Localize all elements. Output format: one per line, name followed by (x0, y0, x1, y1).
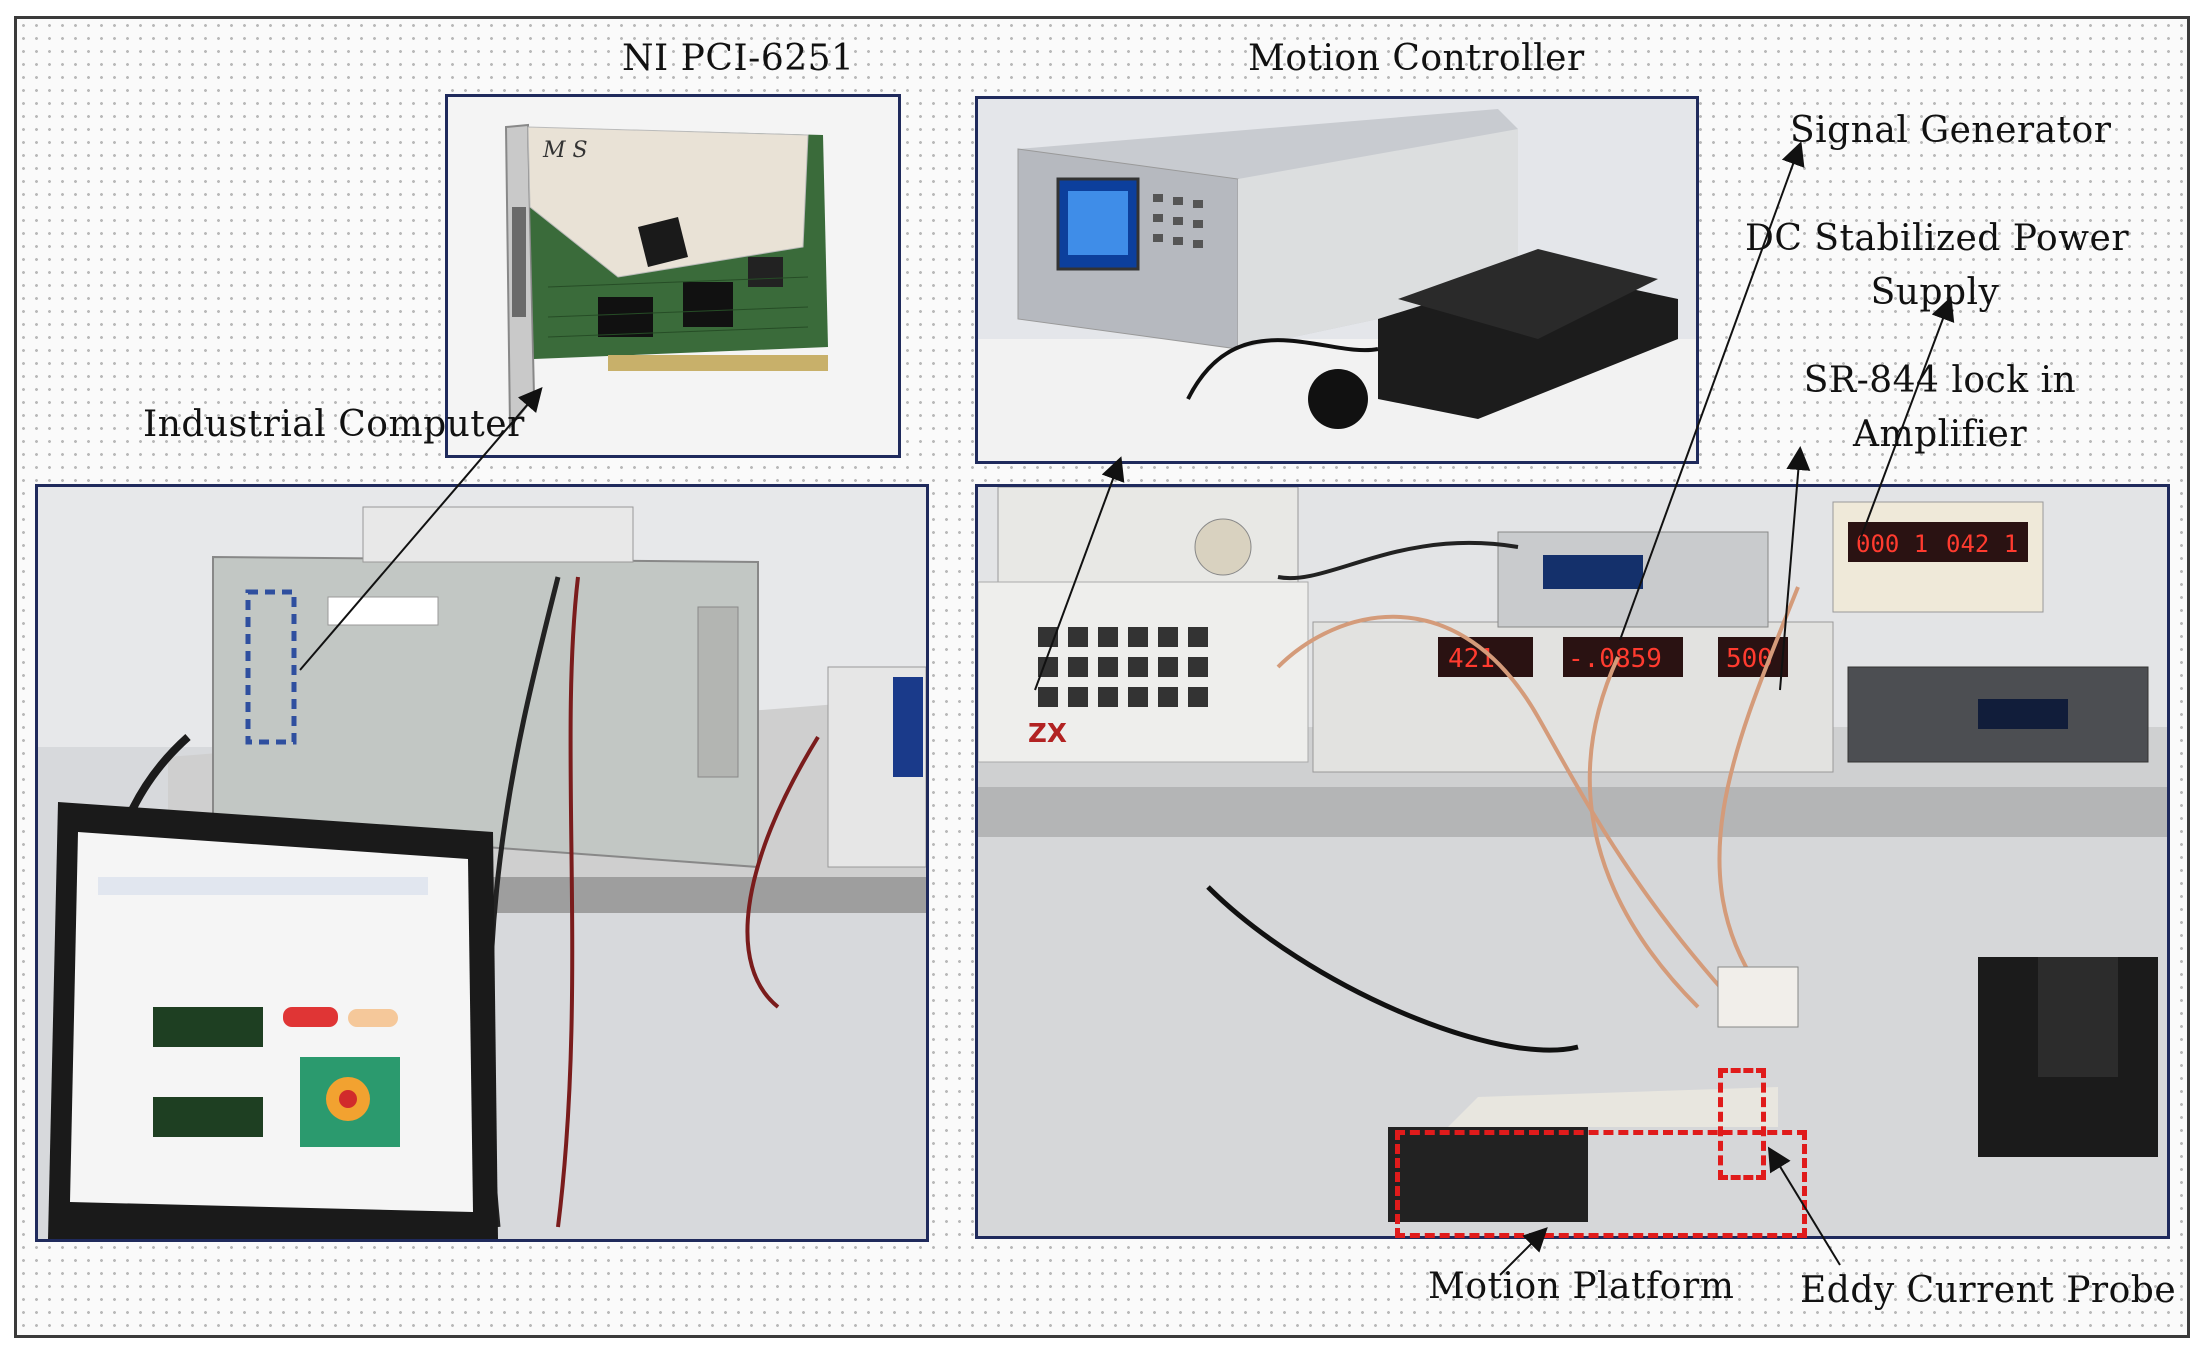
lockin-left-readout: 421 (1448, 644, 1495, 674)
motion-platform-label: Motion Platform (1428, 1266, 1735, 1307)
dc-power-label-line2: Supply (1870, 272, 2000, 313)
industrial-computer-label: Industrial Computer (143, 404, 525, 445)
eddy-probe-label: Eddy Current Probe (1800, 1270, 2177, 1311)
eddy-probe-highlight (1718, 1068, 1766, 1180)
motion-controller-label: Motion Controller (1248, 38, 1585, 79)
panel-brand: ZX (1028, 719, 1067, 749)
signal-generator-label: Signal Generator (1790, 110, 2112, 151)
lockin-label-line2: Amplifier (1852, 414, 2028, 455)
computer-highlight-box (245, 589, 297, 745)
dc-power-label-line1: DC Stabilized Power (1745, 218, 2130, 259)
svg-text:M S: M S (542, 138, 588, 163)
industrial-computer-photo (35, 484, 929, 1242)
experimental-setup-photo: ZX 421 -.0859 500 000 1 042 1 (975, 484, 2170, 1239)
power-right-readout: 042 1 (1946, 530, 2018, 558)
lockin-label: SR-844 lock in Amplifier (1775, 354, 2105, 462)
motion-controller-photo (975, 96, 1699, 464)
power-left-readout: 000 1 (1856, 530, 1928, 558)
lockin-label-line1: SR-844 lock in (1803, 360, 2077, 401)
ni-pci-label: NI PCI-6251 (622, 38, 855, 79)
dc-power-label: DC Stabilized Power Supply (1745, 212, 2130, 320)
